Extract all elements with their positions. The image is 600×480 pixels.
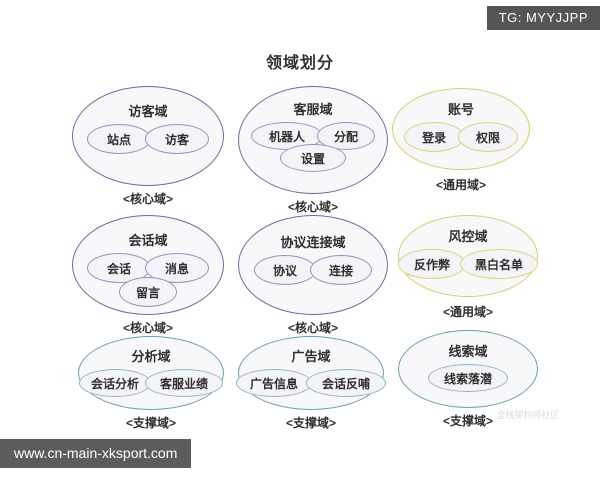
domain-tag-account: <通用域> (435, 178, 487, 192)
site-url-watermark: www.cn-main-xksport.com (0, 439, 192, 468)
domain-group-session[interactable]: 会话域会话消息留言 <核心域> (72, 215, 224, 345)
domain-ellipse-session[interactable]: 会话域会话消息留言 (72, 215, 224, 315)
subdomain-analysis-0[interactable]: 会话分析 (79, 369, 151, 397)
domain-group-risk-control[interactable]: 风控域反作弊黑白名单 <通用域> (398, 215, 538, 327)
domain-group-account[interactable]: 账号登录权限 <通用域> (392, 88, 530, 200)
domain-tag-customer-service: <核心域> (287, 200, 339, 214)
domain-tag-risk-control: <通用域> (442, 305, 494, 319)
domain-group-advertising[interactable]: 广告域广告信息会话反哺 <支撑域> (236, 336, 386, 440)
domain-group-protocol-connection[interactable]: 协议连接域协议连接 <核心域> (238, 215, 388, 345)
subdomain-visitor-1[interactable]: 访客 (145, 124, 209, 154)
domain-group-lead[interactable]: 线索域线索落潜 <支撑域> (398, 330, 538, 438)
subdomain-row: 反作弊黑白名单 (398, 249, 538, 279)
domain-title-analysis: 分析域 (131, 349, 171, 364)
subdomain-lead-0[interactable]: 线索落潜 (428, 364, 508, 392)
subdomain-row: 广告信息会话反哺 (236, 369, 386, 397)
subdomain-row: 线索落潜 (399, 364, 537, 392)
domain-title-risk-control: 风控域 (448, 229, 488, 244)
domain-tag-advertising: <支撑域> (285, 416, 337, 430)
domain-ellipse-visitor[interactable]: 访客域站点访客 (72, 86, 224, 186)
domain-title-account: 账号 (447, 102, 474, 117)
subdomain-risk-control-0[interactable]: 反作弊 (398, 249, 466, 279)
domain-ellipse-protocol-connection[interactable]: 协议连接域协议连接 (238, 215, 388, 315)
subdomain-protocol-connection-1[interactable]: 连接 (310, 255, 372, 285)
subdomain-advertising-0[interactable]: 广告信息 (236, 369, 312, 397)
domain-ellipse-risk-control[interactable]: 风控域反作弊黑白名单 (398, 215, 538, 297)
domain-title-protocol-connection: 协议连接域 (280, 235, 346, 250)
domain-tag-lead: <支撑域> (442, 414, 494, 428)
domain-group-visitor[interactable]: 访客域站点访客 <核心域> (72, 86, 224, 216)
domain-title-visitor: 访客域 (128, 104, 168, 119)
domain-tag-visitor: <核心域> (122, 192, 174, 206)
domain-ellipse-analysis[interactable]: 分析域会话分析客服业绩 (78, 336, 224, 410)
domain-ellipse-customer-service[interactable]: 客服域机器人分配设置 (238, 86, 388, 194)
subdomain-row: 登录权限 (393, 122, 529, 152)
domain-ellipse-account[interactable]: 账号登录权限 (392, 88, 530, 170)
domain-tag-protocol-connection: <核心域> (287, 321, 339, 335)
page-title: 领域划分 (265, 55, 334, 72)
subdomain-row: 协议连接 (239, 255, 387, 285)
domain-ellipse-advertising[interactable]: 广告域广告信息会话反哺 (236, 336, 386, 410)
domain-title-lead: 线索域 (448, 344, 488, 359)
subdomain-customer-service-10[interactable]: 设置 (280, 144, 346, 172)
subdomain-advertising-1[interactable]: 会话反哺 (306, 369, 386, 397)
subdomain-account-0[interactable]: 登录 (404, 122, 464, 152)
subdomain-row: 设置 (239, 144, 387, 172)
subdomain-row: 站点访客 (73, 124, 223, 154)
subdomain-row: 留言 (73, 277, 223, 307)
subdomain-analysis-1[interactable]: 客服业绩 (145, 369, 223, 397)
domain-tag-session: <核心域> (122, 321, 174, 335)
subdomain-session-10[interactable]: 留言 (119, 277, 177, 307)
domain-title-session: 会话域 (128, 233, 168, 248)
subdomain-row: 会话分析客服业绩 (79, 369, 223, 397)
domain-group-analysis[interactable]: 分析域会话分析客服业绩 <支撑域> (78, 336, 224, 440)
domain-title-customer-service: 客服域 (293, 102, 333, 117)
tg-handle-badge: TG: MYYJJPP (486, 6, 600, 30)
subdomain-protocol-connection-0[interactable]: 协议 (254, 255, 316, 285)
subdomain-visitor-0[interactable]: 站点 (87, 124, 151, 154)
domain-title-advertising: 广告域 (291, 349, 331, 364)
domain-group-customer-service[interactable]: 客服域机器人分配设置 <核心域> (238, 86, 388, 224)
subdomain-risk-control-1[interactable]: 黑白名单 (460, 249, 538, 279)
domain-ellipse-lead[interactable]: 线索域线索落潜 (398, 330, 538, 408)
domain-tag-analysis: <支撑域> (125, 416, 177, 430)
subdomain-account-1[interactable]: 权限 (458, 122, 518, 152)
